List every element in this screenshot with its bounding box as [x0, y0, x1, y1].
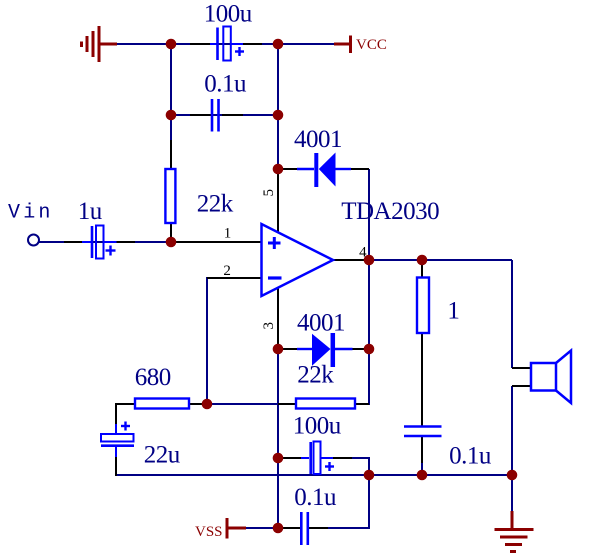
svg-text:0.1u: 0.1u [294, 484, 337, 511]
svg-text:22k: 22k [197, 191, 234, 218]
svg-text:4: 4 [359, 245, 367, 261]
svg-text:VSS: VSS [195, 524, 223, 540]
svg-text:680: 680 [135, 364, 171, 391]
svg-text:2: 2 [223, 263, 231, 279]
svg-text:1u: 1u [78, 198, 103, 225]
svg-text:Vin: Vin [8, 202, 54, 225]
svg-text:4001: 4001 [294, 126, 342, 153]
svg-text:0.1u: 0.1u [449, 443, 492, 470]
svg-text:1: 1 [447, 298, 459, 325]
svg-text:3: 3 [261, 322, 277, 330]
svg-text:5: 5 [261, 189, 277, 197]
svg-text:TDA2030: TDA2030 [341, 198, 439, 225]
svg-text:4001: 4001 [297, 310, 345, 337]
svg-text:100u: 100u [204, 1, 253, 28]
svg-text:22u: 22u [144, 442, 181, 469]
svg-text:0.1u: 0.1u [204, 71, 247, 98]
svg-text:VCC: VCC [356, 37, 387, 53]
svg-text:100u: 100u [293, 413, 342, 440]
svg-text:22k: 22k [297, 362, 334, 389]
svg-text:1: 1 [224, 226, 232, 242]
